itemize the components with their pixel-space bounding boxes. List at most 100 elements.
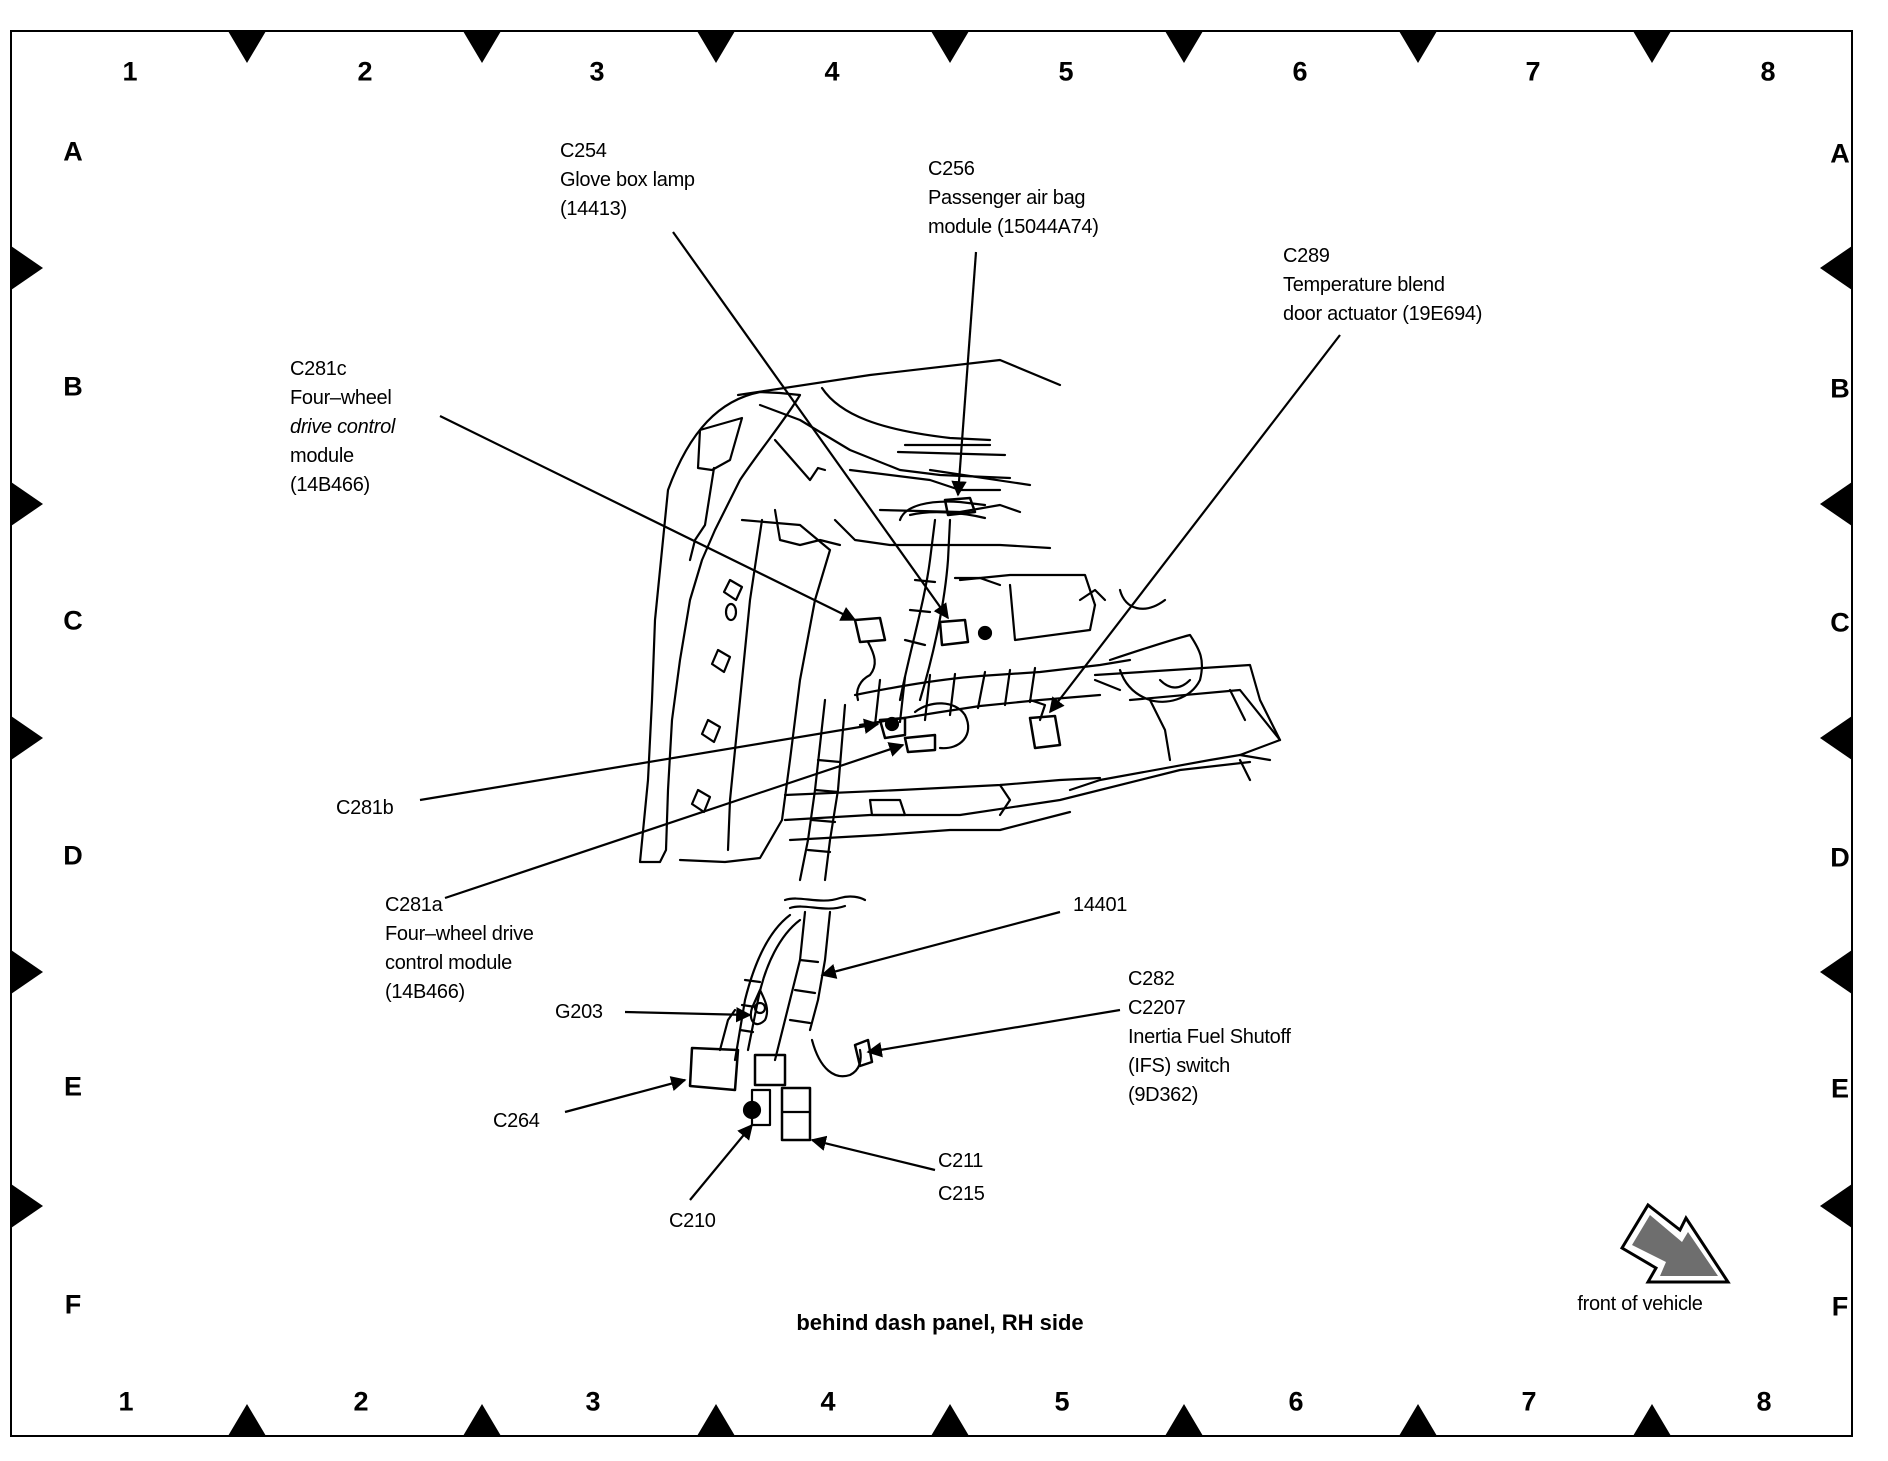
leader-c282 [866,1008,1121,1058]
c254-connector [938,618,970,647]
grid-marker-bottom-1 [228,1404,266,1436]
callout-c254-line-3: (14413) [560,198,627,220]
grid-marker-left-1 [11,246,43,290]
callout-c282-line-1: C282 [1128,968,1175,990]
callout-c282-line-3: Inertia Fuel Shutoff [1128,1026,1291,1048]
leader-lines [419,231,1341,1201]
callout-c281c: C281c Four–wheel drive control module (1… [290,355,395,500]
callout-c282-line-5: (9D362) [1128,1084,1199,1106]
column-label-top-5: 5 [1058,56,1074,87]
callout-c254-line-2: Glove box lamp [560,169,695,191]
callout-14401-line-1: 14401 [1073,894,1128,916]
c215-connector [780,1086,812,1142]
row-label-left-D: D [63,840,83,871]
grid-marker-top-5 [1165,31,1203,63]
front-of-vehicle-label: front of vehicle [1577,1293,1703,1315]
grid-marker-right-3 [1820,716,1852,760]
front-of-vehicle-arrow-icon [1619,1202,1731,1284]
callout-c281a-line-1: C281a [385,894,443,916]
column-label-top-3: 3 [589,56,605,87]
row-label-right-C: C [1830,607,1850,638]
dash-panel-drawing [638,358,1282,864]
column-label-top-2: 2 [357,56,373,87]
c281c-connector [853,616,887,644]
row-label-left-C: C [63,605,83,636]
wiring-harness-drawing [688,496,1204,1142]
diagram-caption: behind dash panel, RH side [796,1310,1084,1335]
column-label-bottom-8: 8 [1756,1386,1772,1417]
row-label-left-A: A [63,136,83,167]
callout-c256: C256 Passenger air bag module (15044A74) [928,155,1099,242]
grid-marker-left-5 [11,1184,43,1228]
c256-connector [943,496,977,517]
callout-c289-line-3: door actuator (19E694) [1283,303,1483,325]
grid-marker-top-1 [228,31,266,63]
leader-c264 [564,1076,687,1114]
grid-marker-bottom-4 [931,1404,969,1436]
c282-ifs-connector [853,1038,874,1068]
callout-c281a-line-3: control module [385,952,512,974]
callout-c281a: C281a Four–wheel drive control module (1… [385,891,534,1007]
callout-c289: C289 Temperature blend door actuator (19… [1283,242,1482,329]
grid-marker-bottom-6 [1399,1404,1437,1436]
callout-c282-line-2: C2207 [1128,997,1186,1019]
callout-c256-line-2: Passenger air bag [928,187,1086,209]
callout-c281c-line-4: module [290,445,354,467]
callout-c254: C254 Glove box lamp (14413) [560,137,695,224]
grid-marker-left-4 [11,950,43,994]
leader-c289 [1049,334,1341,714]
leader-14401 [820,910,1061,979]
callout-c254-line-1: C254 [560,140,607,162]
callout-c256-line-1: C256 [928,158,975,180]
grid-marker-right-4 [1820,950,1852,994]
column-label-bottom-1: 1 [118,1386,134,1417]
callout-c210-line-1: C210 [669,1210,716,1232]
grid-marker-left-2 [11,482,43,526]
callout-g203-line-1: G203 [555,1001,603,1023]
callout-c256-line-3: module (15044A74) [928,216,1099,238]
callout-c281b: C281b [336,794,394,823]
grid-marker-bottom-7 [1633,1404,1671,1436]
column-label-top-4: 4 [824,56,840,87]
callout-14401: 14401 [1073,891,1127,920]
column-label-top-1: 1 [122,56,138,87]
grid-marker-bottom-2 [463,1404,501,1436]
callout-c264: C264 [493,1107,540,1136]
row-label-right-B: B [1830,373,1850,404]
callout-c282-line-4: (IFS) switch [1128,1055,1230,1077]
row-label-left-F: F [64,1289,82,1320]
column-label-top-6: 6 [1292,56,1308,87]
bottom-grid-markers [228,1404,1671,1436]
row-label-right-D: D [1830,842,1850,873]
row-label-right-E: E [1830,1073,1850,1104]
row-label-right-F: F [1831,1291,1849,1322]
c264-connector [688,1046,740,1092]
leader-c210 [689,1123,753,1201]
column-label-top-8: 8 [1760,56,1776,87]
leader-c211 [810,1135,936,1172]
callout-c281c-line-3: drive control [290,416,396,438]
top-grid-markers [228,31,1671,63]
grid-marker-top-2 [463,31,501,63]
c289-connector [1028,714,1062,750]
leader-c254 [672,231,949,620]
grid-marker-bottom-5 [1165,1404,1203,1436]
column-label-bottom-6: 6 [1288,1386,1304,1417]
row-label-right-A: A [1830,138,1850,169]
c281a-connector [903,733,937,754]
grid-marker-top-6 [1399,31,1437,63]
callout-c282: C282 C2207 Inertia Fuel Shutoff (IFS) sw… [1128,965,1291,1110]
callout-c289-line-2: Temperature blend [1283,274,1445,296]
pillar-panel [638,390,802,864]
callout-g203: G203 [555,998,603,1027]
leader-c281a [444,742,905,900]
c210-connector [742,1100,762,1120]
column-label-bottom-4: 4 [820,1386,836,1417]
callout-c281b-line-1: C281b [336,797,394,819]
leader-c281c [439,415,857,621]
grid-marker-top-4 [931,31,969,63]
callout-c281a-line-4: (14B466) [385,981,465,1003]
callout-c211-line-1: C211 [938,1150,984,1172]
